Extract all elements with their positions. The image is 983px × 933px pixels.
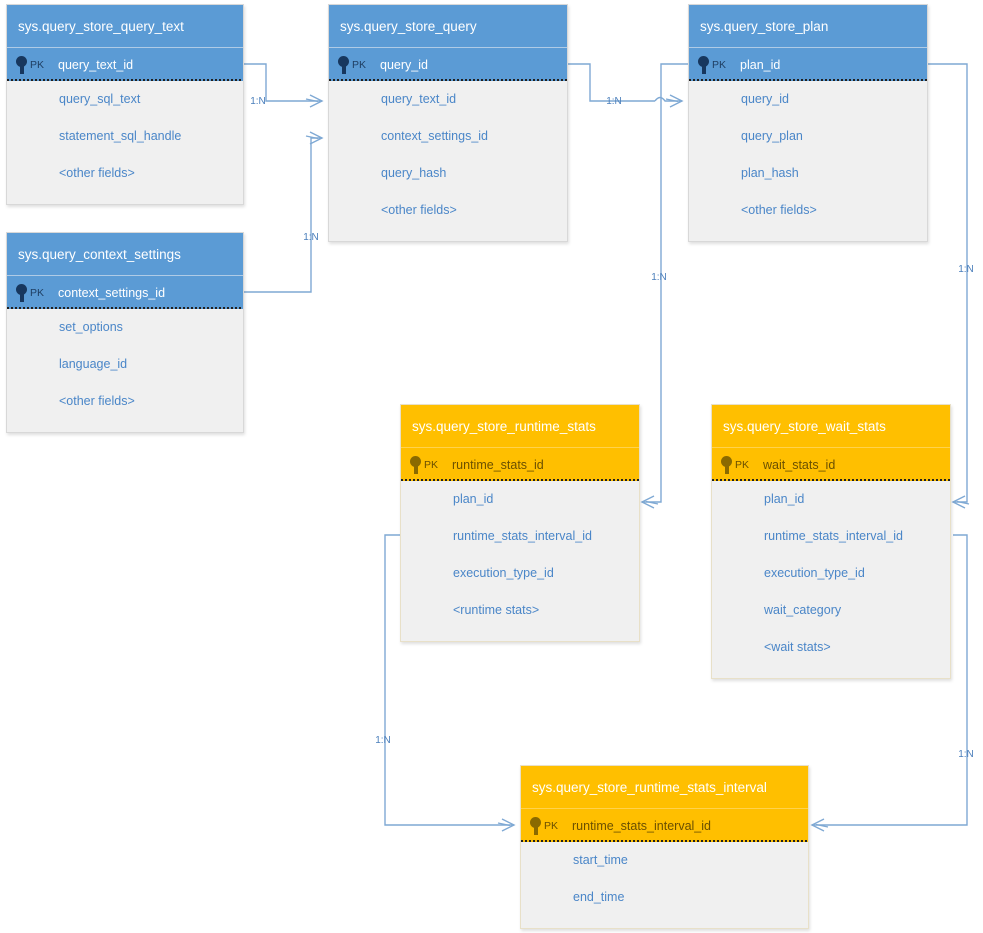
pk-badge: PK [712,58,727,71]
pk-field-name: query_id [380,57,428,72]
table-field: runtime_stats_interval_id [453,529,592,543]
table-title: sys.query_store_query [329,5,567,48]
table-field: query_sql_text [59,92,141,106]
connector-ctx-to-query: 1:N [244,131,324,293]
table-primary-key-row[interactable]: PK plan_id [689,48,927,81]
table-query-store-runtime-stats-interval[interactable]: sys.query_store_runtime_stats_interval P… [520,765,809,929]
table-query-store-wait-stats[interactable]: sys.query_store_wait_stats PK wait_stats… [711,404,951,679]
connector-plan-to-runtime: 1:N [640,63,688,509]
table-field: plan_id [764,492,805,506]
connector-query-to-plan: 1:N [568,63,684,108]
table-field: runtime_stats_interval_id [764,529,903,543]
table-title: sys.query_store_query_text [7,5,243,48]
table-field-list: query_id query_plan plan_hash <other fie… [689,81,927,241]
table-primary-key-row[interactable]: PK runtime_stats_id [401,448,639,481]
cardinality-label: 1:N [303,232,319,243]
table-field: query_id [741,92,789,106]
key-icon [409,455,423,475]
table-field: execution_type_id [764,566,865,580]
table-title: sys.query_store_runtime_stats [401,405,639,448]
table-title: sys.query_store_wait_stats [712,405,950,448]
cardinality-label: 1:N [651,272,667,283]
table-query-context-settings[interactable]: sys.query_context_settings PK context_se… [6,232,244,433]
table-field: <other fields> [741,203,817,217]
table-field: query_hash [381,166,447,180]
table-query-store-query[interactable]: sys.query_store_query PK query_id query_… [328,4,568,242]
pk-field-name: runtime_stats_interval_id [572,818,711,833]
table-primary-key-row[interactable]: PK query_text_id [7,48,243,81]
key-icon [15,55,29,75]
table-field-list: start_time end_time [521,842,808,928]
table-field: <other fields> [381,203,457,217]
table-field: statement_sql_handle [59,129,182,143]
table-field: plan_hash [741,166,799,180]
table-primary-key-row[interactable]: PK query_id [329,48,567,81]
pk-badge: PK [544,819,559,832]
table-field: <other fields> [59,166,135,180]
cardinality-label: 1:N [958,749,974,760]
pk-field-name: context_settings_id [58,285,166,300]
pk-badge: PK [424,458,439,471]
connector-text-to-query: 1:N [244,63,324,108]
table-field-list: query_sql_text statement_sql_handle <oth… [7,81,243,204]
table-field: wait_category [764,603,842,617]
cardinality-label: 1:N [958,264,974,275]
key-icon [720,455,734,475]
table-query-store-query-text[interactable]: sys.query_store_query_text PK query_text… [6,4,244,205]
pk-field-name: plan_id [740,57,781,72]
key-icon [15,283,29,303]
key-icon [529,816,543,836]
pk-badge: PK [735,458,750,471]
table-title: sys.query_store_runtime_stats_interval [521,766,808,809]
key-icon [337,55,351,75]
table-query-store-plan[interactable]: sys.query_store_plan PK plan_id query_id… [688,4,928,242]
table-field: plan_id [453,492,494,506]
cardinality-label: 1:N [250,96,266,107]
table-field: execution_type_id [453,566,554,580]
table-field: language_id [59,357,128,371]
cardinality-label: 1:N [375,735,391,746]
pk-badge: PK [30,286,45,299]
table-field: <runtime stats> [453,603,540,617]
key-icon [697,55,711,75]
table-title: sys.query_context_settings [7,233,243,276]
table-field: query_plan [741,129,803,143]
table-field: <wait stats> [764,640,831,654]
pk-badge: PK [30,58,45,71]
table-field-list: set_options language_id <other fields> [7,309,243,432]
table-field-list: query_text_id context_settings_id query_… [329,81,567,241]
table-field: set_options [59,320,123,334]
table-primary-key-row[interactable]: PK wait_stats_id [712,448,950,481]
pk-field-name: wait_stats_id [763,457,836,472]
table-primary-key-row[interactable]: PK runtime_stats_interval_id [521,809,808,842]
table-title: sys.query_store_plan [689,5,927,48]
table-field-list: plan_id runtime_stats_interval_id execut… [401,481,639,641]
table-field: context_settings_id [381,129,489,143]
pk-field-name: runtime_stats_id [452,457,544,472]
table-field: query_text_id [381,92,457,106]
table-field: <other fields> [59,394,135,408]
table-field: start_time [573,853,628,867]
table-field: end_time [573,890,625,904]
table-field-list: plan_id runtime_stats_interval_id execut… [712,481,950,678]
table-query-store-runtime-stats[interactable]: sys.query_store_runtime_stats PK runtime… [400,404,640,642]
table-primary-key-row[interactable]: PK context_settings_id [7,276,243,309]
cardinality-label: 1:N [606,96,622,107]
pk-badge: PK [352,58,367,71]
pk-field-name: query_text_id [58,57,134,72]
